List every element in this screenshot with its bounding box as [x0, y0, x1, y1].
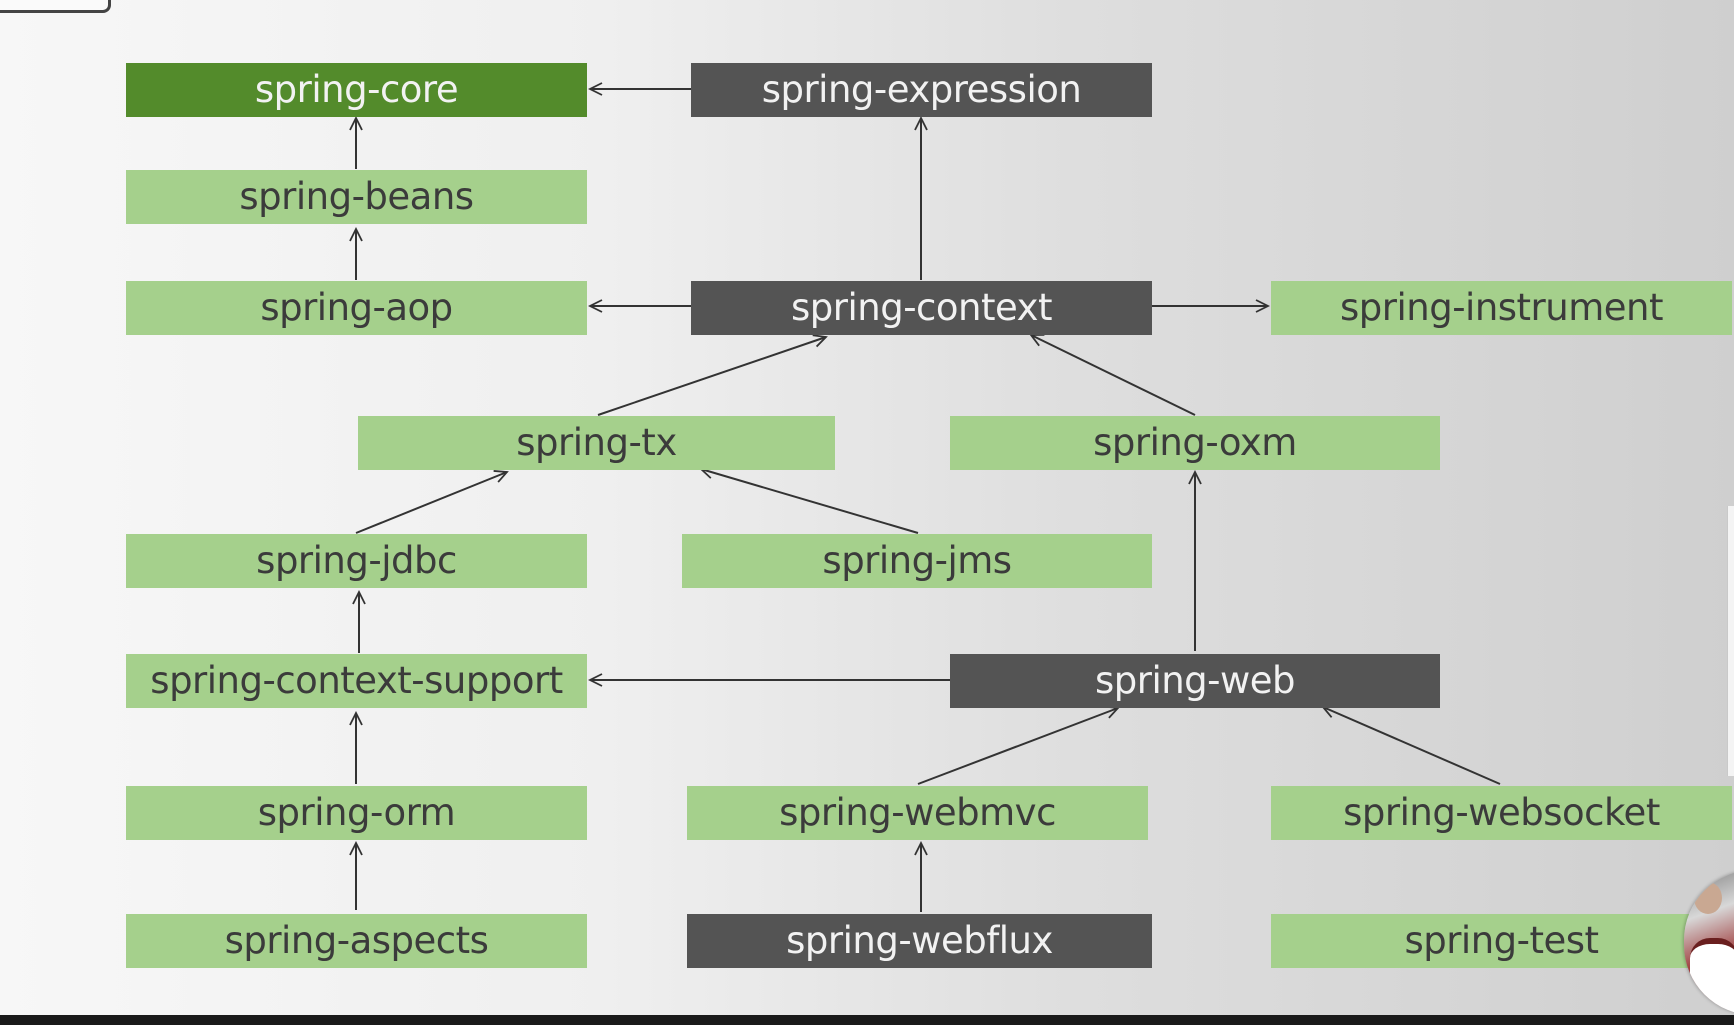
module-spring-instrument: spring-instrument — [1271, 281, 1732, 335]
module-spring-orm: spring-orm — [126, 786, 587, 840]
presenter-video-thumbnail — [1684, 870, 1734, 1015]
module-spring-context-support: spring-context-support — [126, 654, 587, 708]
module-spring-websocket: spring-websocket — [1271, 786, 1732, 840]
module-spring-context: spring-context — [691, 281, 1152, 335]
module-spring-aop: spring-aop — [126, 281, 587, 335]
module-spring-webmvc: spring-webmvc — [687, 786, 1148, 840]
window-corner-tab — [0, 0, 111, 13]
bottom-bar — [0, 1015, 1734, 1025]
arrow-tx-to-context — [597, 337, 826, 416]
module-spring-tx: spring-tx — [358, 416, 835, 470]
arrow-websocket-to-web — [1323, 707, 1501, 785]
module-spring-expression: spring-expression — [691, 63, 1152, 117]
arrow-webmvc-to-web — [917, 708, 1118, 785]
module-spring-jdbc: spring-jdbc — [126, 534, 587, 588]
module-spring-webflux: spring-webflux — [687, 914, 1152, 968]
module-spring-jms: spring-jms — [682, 534, 1152, 588]
arrow-jms-to-tx — [701, 469, 919, 534]
arrow-oxm-to-context — [1031, 335, 1196, 416]
module-spring-core: spring-core — [126, 63, 587, 117]
module-spring-beans: spring-beans — [126, 170, 587, 224]
module-spring-aspects: spring-aspects — [126, 914, 587, 968]
arrow-jdbc-to-tx — [355, 472, 507, 534]
module-spring-web: spring-web — [950, 654, 1440, 708]
module-spring-oxm: spring-oxm — [950, 416, 1440, 470]
module-spring-test: spring-test — [1271, 914, 1732, 968]
side-panel-edge — [1727, 506, 1734, 776]
